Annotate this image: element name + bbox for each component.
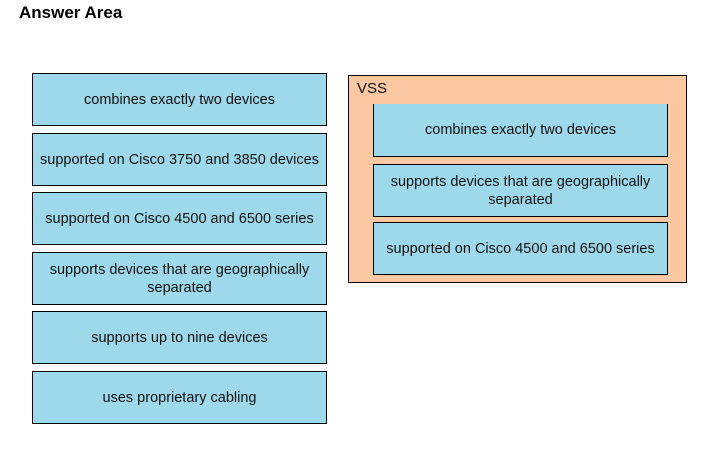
source-item[interactable]: combines exactly two devices: [32, 73, 327, 126]
placed-item[interactable]: combines exactly two devices: [373, 104, 668, 157]
source-item[interactable]: uses proprietary cabling: [32, 371, 327, 424]
source-item[interactable]: supports up to nine devices: [32, 311, 327, 364]
vss-drop-target[interactable]: VSS combines exactly two devices support…: [348, 75, 687, 283]
answer-area-title: Answer Area: [19, 3, 123, 22]
vss-label: VSS: [357, 80, 388, 97]
placed-item[interactable]: supports devices that are geographically…: [373, 164, 668, 217]
source-item[interactable]: supports devices that are geographically…: [32, 252, 327, 305]
source-item[interactable]: supported on Cisco 3750 and 3850 devices: [32, 133, 327, 186]
source-item[interactable]: supported on Cisco 4500 and 6500 series: [32, 192, 327, 245]
placed-item[interactable]: supported on Cisco 4500 and 6500 series: [373, 222, 668, 275]
